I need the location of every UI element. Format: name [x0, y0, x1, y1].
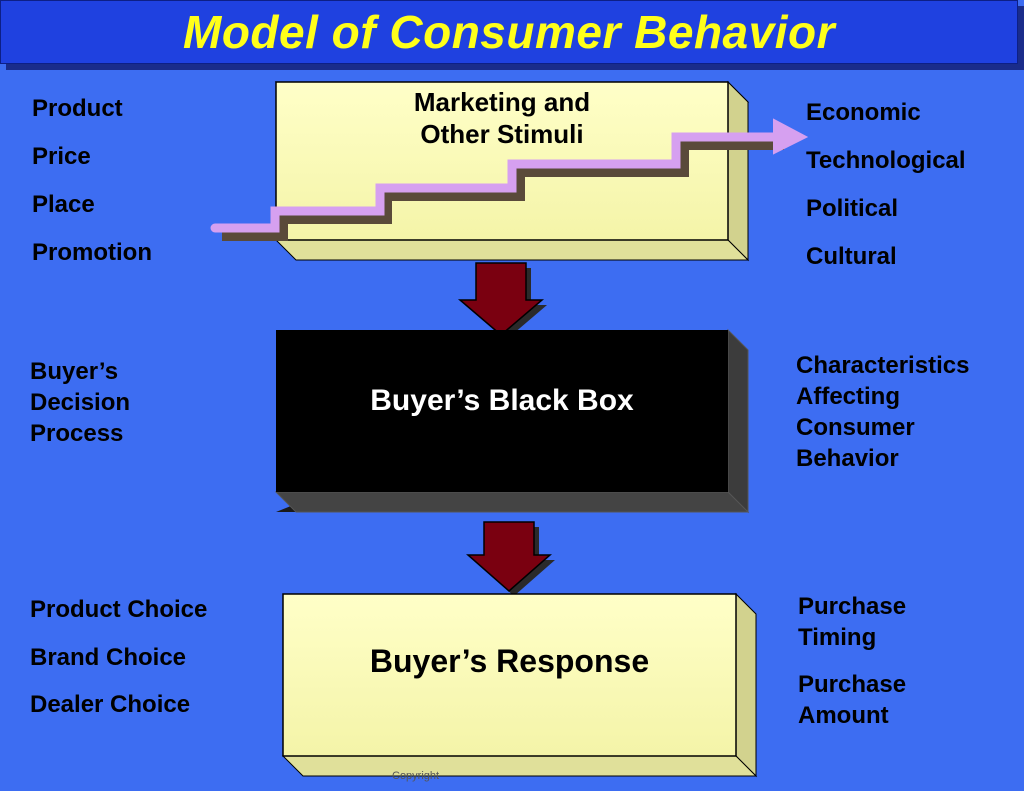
response-item-purchase-amount: Purchase Amount: [798, 671, 907, 729]
environment-item-cultural: Cultural: [806, 243, 897, 270]
decision-process-label: Buyer’s Decision Process: [30, 358, 131, 447]
marketing-item-place: Place: [32, 191, 95, 218]
down-arrow-2: [466, 521, 555, 596]
response-box-shape: [281, 592, 758, 778]
response-item-dealer-choice: Dealer Choice: [30, 691, 191, 718]
marketing-item-price: Price: [32, 143, 91, 170]
characteristics-label: Characteristics Affecting Consumer Behav…: [796, 352, 970, 472]
black-box-title: Buyer’s Black Box: [370, 384, 634, 417]
copyright-note: Copyright: [392, 770, 440, 782]
response-item-purchase-timing: Purchase Timing: [798, 593, 907, 651]
stimuli-staircase-arrow: [210, 118, 809, 241]
title-bar: Model of Consumer Behavior: [0, 0, 1018, 64]
environment-item-technological: Technological: [806, 147, 966, 174]
down-arrow-1: [457, 262, 547, 340]
environment-item-political: Political: [806, 195, 899, 222]
black-box-shape: [274, 328, 750, 514]
marketing-item-product: Product: [32, 95, 123, 122]
response-item-product-choice: Product Choice: [30, 596, 208, 623]
stimuli-box-title: Marketing and Other Stimuli: [413, 87, 591, 149]
response-item-brand-choice: Brand Choice: [30, 644, 187, 671]
environment-item-economic: Economic: [806, 99, 921, 126]
response-box-title: Buyer’s Response: [369, 643, 650, 679]
marketing-item-promotion: Promotion: [32, 239, 152, 266]
page-title: Model of Consumer Behavior: [183, 6, 835, 58]
